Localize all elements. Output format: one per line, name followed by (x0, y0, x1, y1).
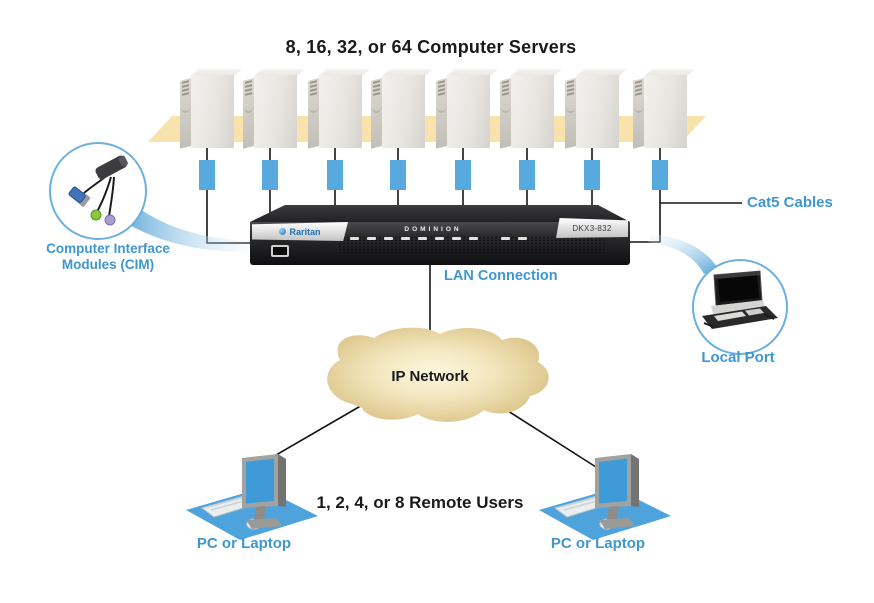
server-icon (243, 69, 306, 149)
raritan-globe-icon (279, 228, 287, 235)
remote-users-label: 1, 2, 4, or 8 Remote Users (316, 493, 524, 512)
kvm-top-face (250, 205, 630, 222)
local-port-bubble (692, 259, 788, 355)
cat5-cables-label: Cat5 Cables (747, 194, 833, 211)
cable-lines (206, 146, 742, 470)
cat5-connector-icon (584, 160, 600, 190)
cat5-connector-icon (652, 160, 668, 190)
cat5-connector-icon (327, 160, 343, 190)
kvm-product-text: DOMINION (404, 226, 462, 233)
server-icon (633, 69, 696, 149)
front-panel-port-labels (350, 237, 527, 240)
cloud-to-pc-right-line (496, 403, 597, 468)
server-icon (436, 69, 499, 149)
cim-bubble (49, 142, 147, 240)
cat5-connector-icon (455, 160, 471, 190)
console-drawer-icon (702, 270, 778, 329)
cat5-connector-icon (390, 160, 406, 190)
kvm-switch: Raritan DKX3-832 DOMINION (250, 205, 630, 265)
local-port-swoosh (648, 234, 719, 274)
cat5-connector-icon (262, 160, 278, 190)
kvm-brand-text: Raritan (289, 226, 321, 237)
cat5-connector-icon (519, 160, 535, 190)
cim-swoosh (120, 202, 252, 252)
pc-label-left: PC or Laptop (196, 535, 292, 552)
kvm-vent-grille (338, 236, 606, 253)
server-icon (180, 69, 243, 149)
kvm-model-badge: DKX3-832 (556, 218, 628, 238)
cat5-connector-icon (199, 160, 215, 190)
diagram-title: 8, 16, 32, or 64 Computer Servers (285, 37, 577, 57)
cim-label-line1: Computer Interface (46, 241, 170, 256)
server-icon (565, 69, 628, 149)
kvm-model-text: DKX3-832 (572, 223, 612, 233)
cim-label-line2: Modules (CIM) (61, 257, 155, 272)
raritan-logo: Raritan (279, 226, 321, 237)
ip-network-label: IP Network (391, 368, 469, 385)
server-icon (500, 69, 563, 149)
pc-label-right: PC or Laptop (550, 535, 646, 552)
local-port-label: Local Port (701, 349, 775, 366)
server-icon (308, 69, 371, 149)
usb-port-icon (271, 245, 289, 257)
server-icon (371, 69, 434, 149)
ip-network-cloud (327, 327, 549, 422)
kvm-brand-badge: Raritan (252, 222, 348, 241)
cim-label: Computer Interface Modules (CIM) (28, 241, 188, 273)
lan-connection-label: LAN Connection (444, 268, 558, 284)
cim-cable-icon (68, 155, 128, 226)
